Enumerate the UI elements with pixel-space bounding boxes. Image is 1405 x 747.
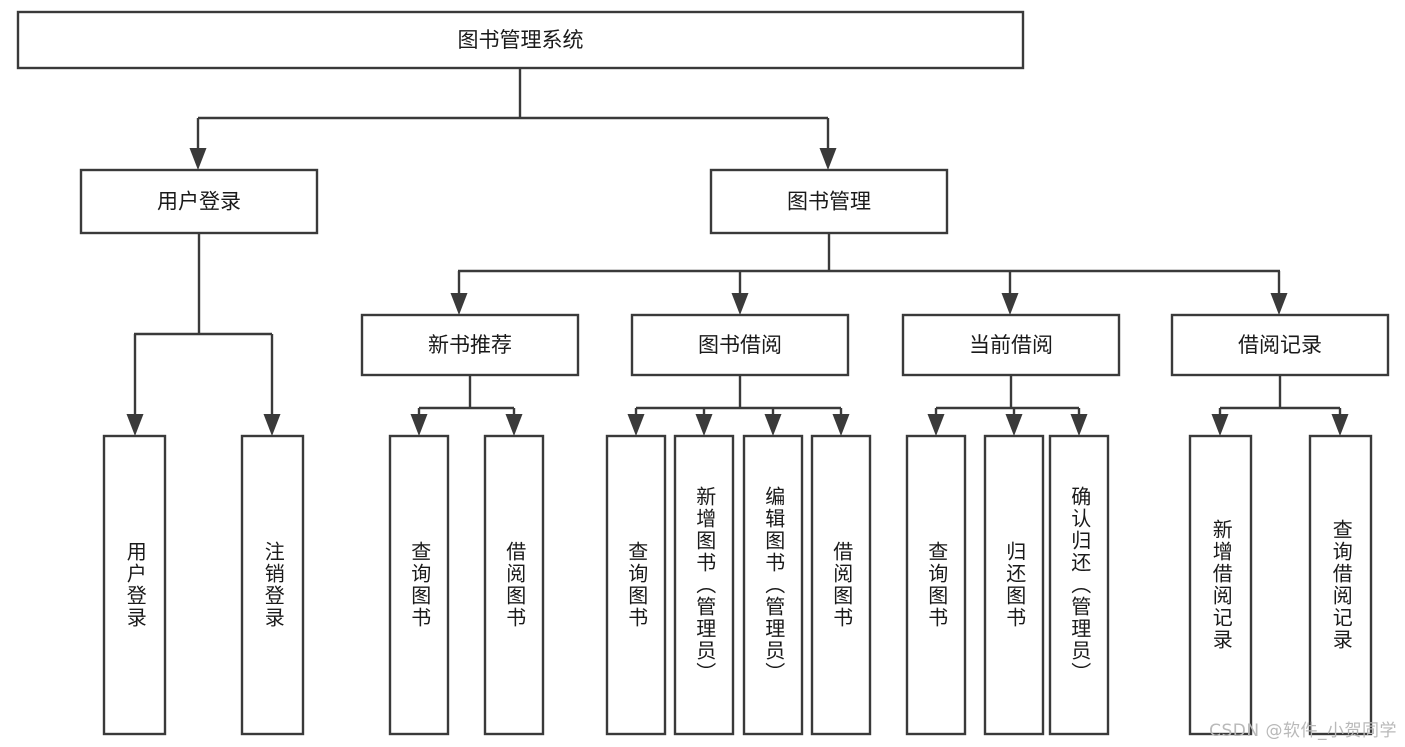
node-box	[16, 10, 1025, 70]
node-leaf-查询图书-8[interactable]	[905, 434, 967, 736]
node-box	[605, 434, 667, 736]
node-label-当前借阅-2: 当前借阅	[969, 333, 1053, 357]
root-bus-arrow-1	[819, 148, 837, 170]
node-label-新书推荐-0: 新书推荐	[428, 333, 512, 357]
borrow-bus-arrow-2	[764, 414, 782, 436]
node-l2-图书管理-1[interactable]	[709, 168, 949, 235]
node-leaf-用户登录-0[interactable]	[102, 434, 167, 736]
record-bus-arrow-1	[1331, 414, 1349, 436]
user-login-bus-arrow-0	[126, 414, 144, 436]
node-l3-借阅记录-3[interactable]	[1170, 313, 1390, 377]
current-bus-arrow-2	[1070, 414, 1088, 436]
node-leaf-查询图书-2[interactable]	[388, 434, 450, 736]
node-box	[240, 434, 305, 736]
connector-layer	[126, 68, 1349, 436]
node-leaf-新增借阅记录-11[interactable]	[1188, 434, 1253, 736]
node-label-图书管理系统-0: 图书管理系统	[458, 28, 584, 52]
node-leaf-新增图书管理员-5[interactable]	[673, 434, 735, 736]
node-leaf-借阅图书-7[interactable]	[810, 434, 872, 736]
node-box	[709, 168, 949, 235]
node-leaf-编辑图书管理员-6[interactable]	[742, 434, 804, 736]
node-box	[360, 313, 580, 377]
record-bus-arrow-0	[1211, 414, 1229, 436]
node-box	[483, 434, 545, 736]
node-leaf-借阅图书-3[interactable]	[483, 434, 545, 736]
node-box	[742, 434, 804, 736]
node-root-图书管理系统-0[interactable]	[16, 10, 1025, 70]
node-label-用户登录-0: 用户登录	[157, 190, 241, 214]
node-box	[102, 434, 167, 736]
node-l3-新书推荐-0[interactable]	[360, 313, 580, 377]
node-box	[1170, 313, 1390, 377]
current-bus-arrow-1	[1005, 414, 1023, 436]
node-box	[79, 168, 319, 235]
node-l3-当前借阅-2[interactable]	[901, 313, 1121, 377]
node-box	[1308, 434, 1373, 736]
node-leaf-归还图书-9[interactable]	[983, 434, 1045, 736]
node-l3-图书借阅-1[interactable]	[630, 313, 850, 377]
root-bus-arrow-0	[189, 148, 207, 170]
node-leaf-确认归还管理员-10[interactable]	[1048, 434, 1110, 736]
borrow-bus-arrow-3	[832, 414, 850, 436]
node-box	[901, 313, 1121, 377]
user-login-bus-arrow-1	[263, 414, 281, 436]
node-box	[1048, 434, 1110, 736]
node-box	[1188, 434, 1253, 736]
node-box	[983, 434, 1045, 736]
book-mgmt-bus-arrow-2	[1001, 293, 1019, 315]
book-mgmt-bus-arrow-1	[731, 293, 749, 315]
box-layer	[16, 10, 1390, 736]
current-bus-arrow-0	[927, 414, 945, 436]
new-book-bus-arrow-0	[410, 414, 428, 436]
book-mgmt-bus-arrow-3	[1270, 293, 1288, 315]
watermark: CSDN @软件_小贺同学	[1209, 721, 1397, 741]
node-label-图书借阅-1: 图书借阅	[698, 333, 782, 357]
borrow-bus-arrow-1	[695, 414, 713, 436]
node-box	[810, 434, 872, 736]
borrow-bus-arrow-0	[627, 414, 645, 436]
node-box	[630, 313, 850, 377]
new-book-bus-arrow-1	[505, 414, 523, 436]
node-l2-用户登录-0[interactable]	[79, 168, 319, 235]
node-leaf-查询借阅记录-12[interactable]	[1308, 434, 1373, 736]
node-leaf-查询图书-4[interactable]	[605, 434, 667, 736]
node-box	[905, 434, 967, 736]
node-box	[673, 434, 735, 736]
node-box	[388, 434, 450, 736]
node-leaf-注销登录-1[interactable]	[240, 434, 305, 736]
book-mgmt-bus-arrow-0	[450, 293, 468, 315]
node-label-图书管理-1: 图书管理	[787, 190, 871, 214]
node-label-借阅记录-3: 借阅记录	[1238, 333, 1322, 357]
